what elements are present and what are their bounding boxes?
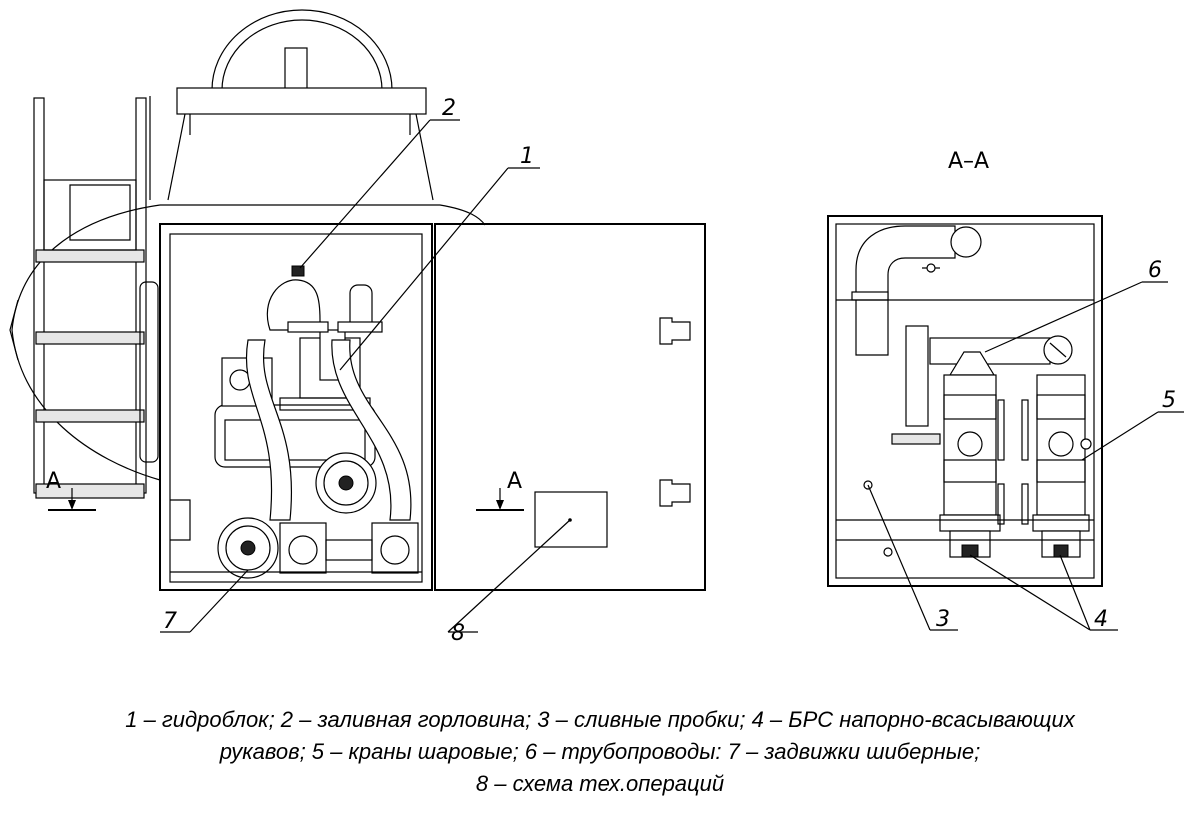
tank-view — [9, 9, 706, 591]
caption-line-1: 1 – гидроблок; 2 – заливная горловина; 3… — [125, 707, 1075, 732]
callout-1: 1 — [520, 144, 534, 169]
callout-2: 2 — [442, 96, 456, 121]
callout-4: 4 — [1094, 607, 1108, 632]
section-mark-right: A — [476, 469, 524, 511]
callout-leaders — [160, 119, 1184, 633]
section-mark-left: A — [46, 469, 96, 511]
gate-valves — [217, 452, 377, 579]
callout-3: 3 — [936, 607, 950, 632]
cabinet-frame — [159, 223, 433, 591]
callout-labels: 2 1 6 5 3 4 7 8 — [163, 96, 1176, 646]
caption-line-3: 8 – схема тех.операций — [475, 771, 725, 796]
callout-6: 6 — [1148, 258, 1162, 283]
callout-5: 5 — [1162, 388, 1176, 413]
section-view — [827, 215, 1103, 587]
cabinet-door — [434, 223, 706, 591]
filler-neck-cap — [291, 265, 305, 277]
callout-8: 8 — [451, 621, 465, 646]
caption-line-2: рукавов; 5 – краны шаровые; 6 – трубопро… — [219, 739, 981, 764]
section-letter-right: A — [507, 469, 522, 494]
callout-7: 7 — [163, 609, 177, 634]
section-letter-left: A — [46, 469, 61, 494]
section-title: A–A — [948, 149, 989, 174]
